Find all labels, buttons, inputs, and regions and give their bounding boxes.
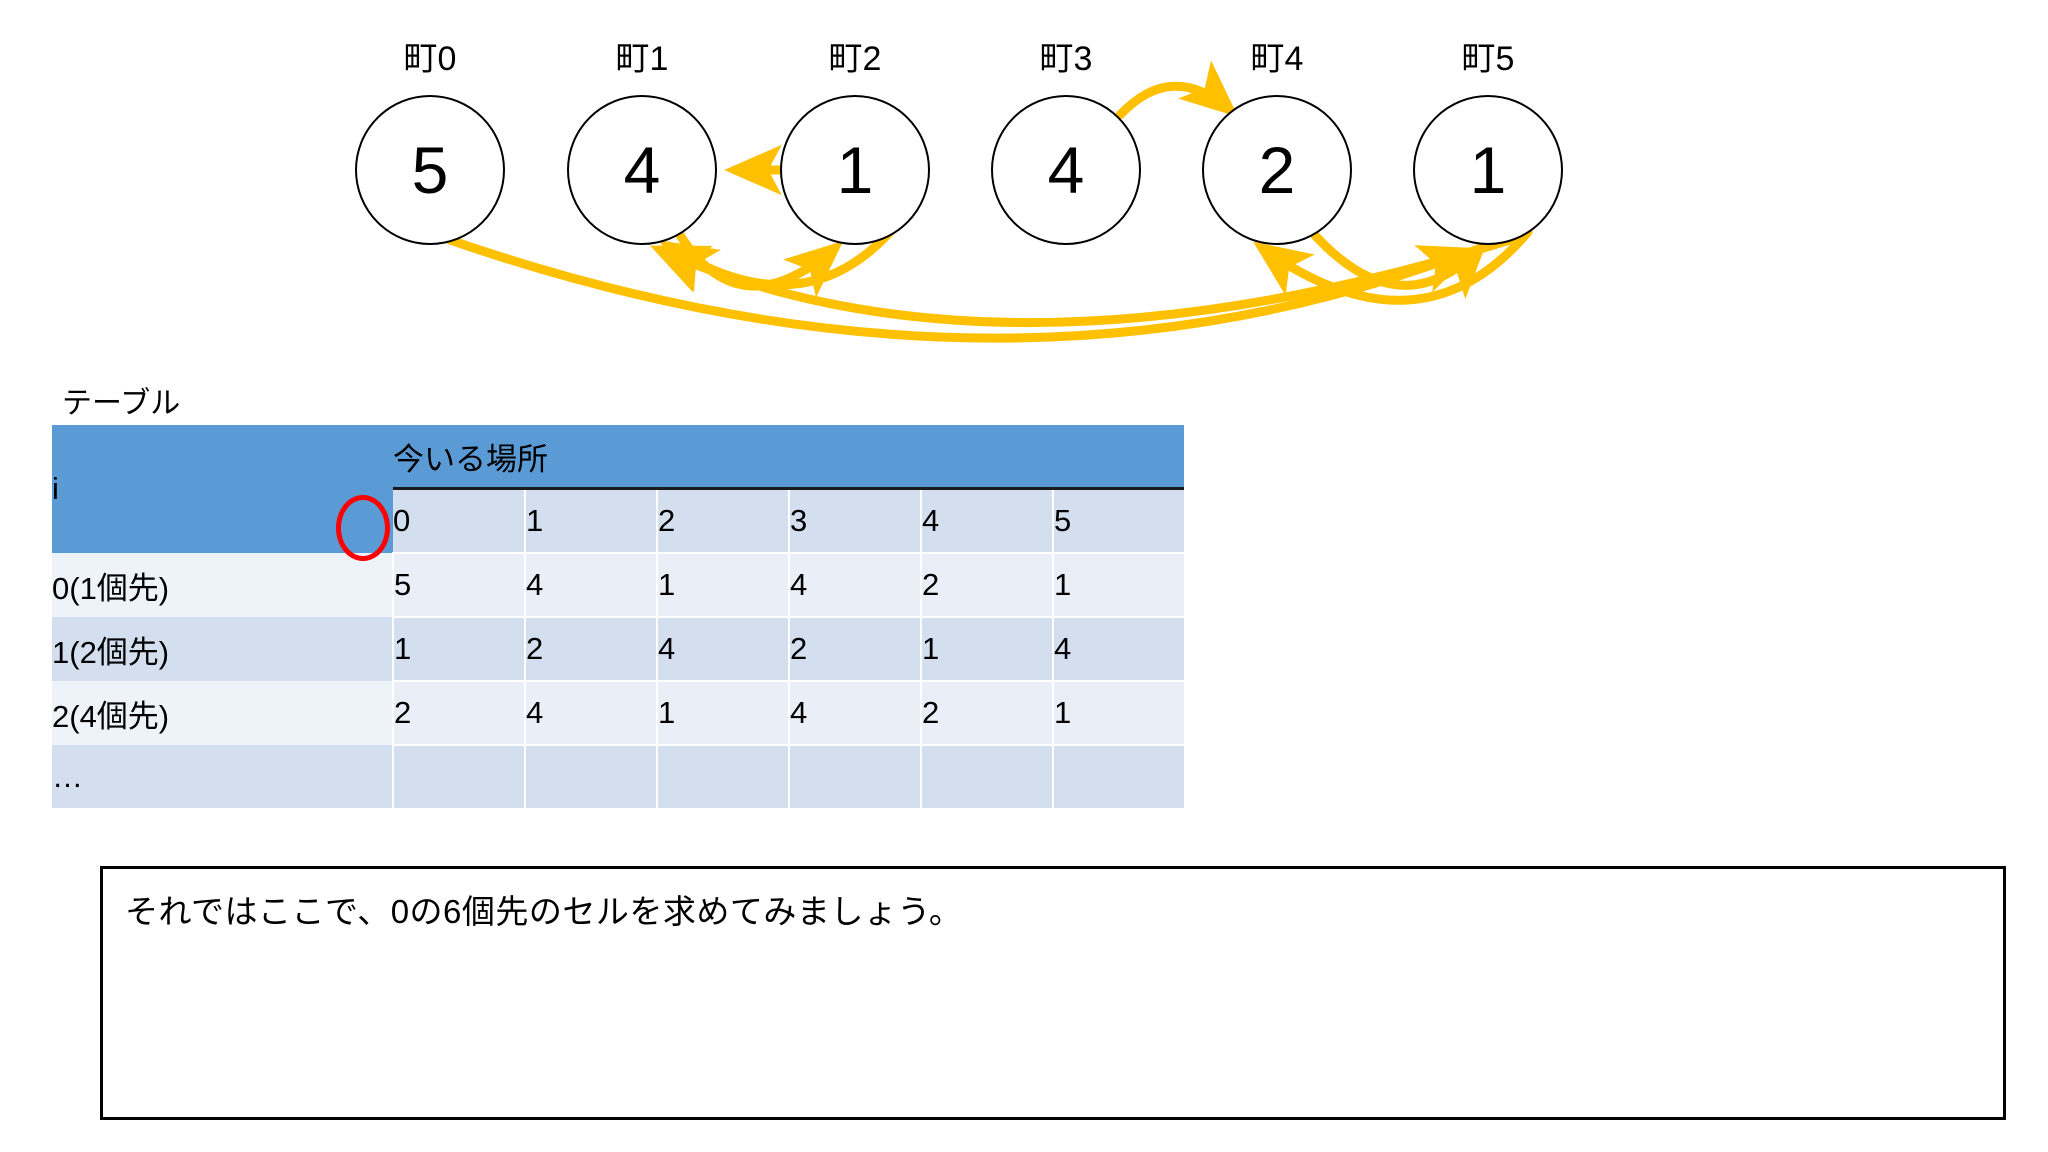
- table-row: 0(1個先) 5 4 1 4 2 1: [52, 552, 1184, 617]
- node-value-3: 4: [1047, 133, 1085, 207]
- node-label-1: 町1: [615, 40, 669, 78]
- column-header-1[interactable]: 1: [525, 488, 658, 553]
- edge-town3-to-town4: [1115, 60, 1239, 120]
- table-header-row-top: i 今いる場所: [52, 425, 1184, 553]
- table-row: 1(2個先) 1 2 4 2 1 4: [52, 616, 1184, 681]
- header-cell-current-place: 今いる場所: [393, 425, 1184, 490]
- column-header-0[interactable]: 0: [393, 488, 526, 553]
- column-header-2[interactable]: 2: [657, 488, 790, 553]
- cell-r3-c1[interactable]: [525, 744, 658, 808]
- cell-r0-c0[interactable]: 5: [393, 552, 526, 617]
- narration-text: それではここで、0の6個先のセルを求めてみましょう。: [125, 893, 963, 930]
- table-header-row-columns: 0 1 2 3 4 5: [52, 488, 1184, 553]
- cell-r1-c0[interactable]: 1: [393, 616, 526, 681]
- cell-r2-c5[interactable]: 1: [1053, 680, 1184, 745]
- cell-r2-c0[interactable]: 2: [393, 680, 526, 745]
- cell-r1-c3[interactable]: 2: [789, 616, 922, 681]
- node-circle-4: 2: [1202, 95, 1352, 245]
- node-value-5: 1: [1469, 133, 1507, 207]
- node-circle-3: 4: [991, 95, 1141, 245]
- cell-r0-c2[interactable]: 1: [657, 552, 790, 617]
- cell-r1-c2[interactable]: 4: [657, 616, 790, 681]
- node-circle-5: 1: [1413, 95, 1563, 245]
- cell-r0-c3[interactable]: 4: [789, 552, 922, 617]
- table-row: …: [52, 744, 1184, 808]
- node-value-2: 1: [836, 133, 874, 207]
- cell-r0-c4[interactable]: 2: [921, 552, 1054, 617]
- column-header-3[interactable]: 3: [789, 488, 922, 553]
- node-label-4: 町4: [1250, 40, 1304, 78]
- node-label-3: 町3: [1039, 40, 1093, 78]
- table-row: 2(4個先) 2 4 1 4 2 1: [52, 680, 1184, 745]
- row-label-0: 0(1個先): [52, 553, 394, 617]
- node-label-5: 町5: [1461, 40, 1515, 78]
- cell-r0-c5[interactable]: 1: [1053, 552, 1184, 617]
- node-value-1: 4: [623, 133, 661, 207]
- node-circle-1: 4: [567, 95, 717, 245]
- table-caption-label: テーブル: [62, 387, 181, 420]
- cell-r2-c4[interactable]: 2: [921, 680, 1054, 745]
- row-label-2: 2(4個先): [52, 681, 394, 745]
- node-value-0: 5: [411, 133, 449, 207]
- cell-r1-c1[interactable]: 2: [525, 616, 658, 681]
- row-label-3: …: [52, 745, 394, 808]
- cell-r3-c0[interactable]: [393, 744, 526, 808]
- cell-r2-c3[interactable]: 4: [789, 680, 922, 745]
- cell-r3-c3[interactable]: [789, 744, 922, 808]
- node-circle-2: 1: [780, 95, 930, 245]
- node-label-0: 町0: [403, 40, 457, 78]
- node-value-4: 2: [1258, 133, 1296, 207]
- town-graph: [445, 60, 1533, 343]
- narration-box: それではここで、0の6個先のセルを求めてみましょう。: [100, 866, 2006, 1120]
- cell-r1-c5[interactable]: 4: [1053, 616, 1184, 681]
- header-cell-i: i: [52, 425, 393, 553]
- cell-r3-c4[interactable]: [921, 744, 1054, 808]
- row-label-1: 1(2個先): [52, 617, 394, 681]
- edge-arc-town5-to-town4: [1253, 227, 1533, 305]
- edge-arc-town0-to-town5: [445, 235, 1478, 343]
- dp-table: i 今いる場所 0 1 2 3 4 5 0(1個先) 5 4 1 4 2 1: [52, 425, 1184, 808]
- cell-r0-c1[interactable]: 4: [525, 552, 658, 617]
- cell-r2-c2[interactable]: 1: [657, 680, 790, 745]
- cell-r2-c1[interactable]: 4: [525, 680, 658, 745]
- node-circle-0: 5: [355, 95, 505, 245]
- cell-r3-c2[interactable]: [657, 744, 790, 808]
- column-header-5[interactable]: 5: [1053, 488, 1184, 553]
- edge-arc-longspan-to-town1: [650, 235, 1515, 327]
- cell-r1-c4[interactable]: 1: [921, 616, 1054, 681]
- node-label-2: 町2: [828, 40, 882, 78]
- column-header-4[interactable]: 4: [921, 488, 1054, 553]
- cell-r3-c5[interactable]: [1053, 744, 1184, 808]
